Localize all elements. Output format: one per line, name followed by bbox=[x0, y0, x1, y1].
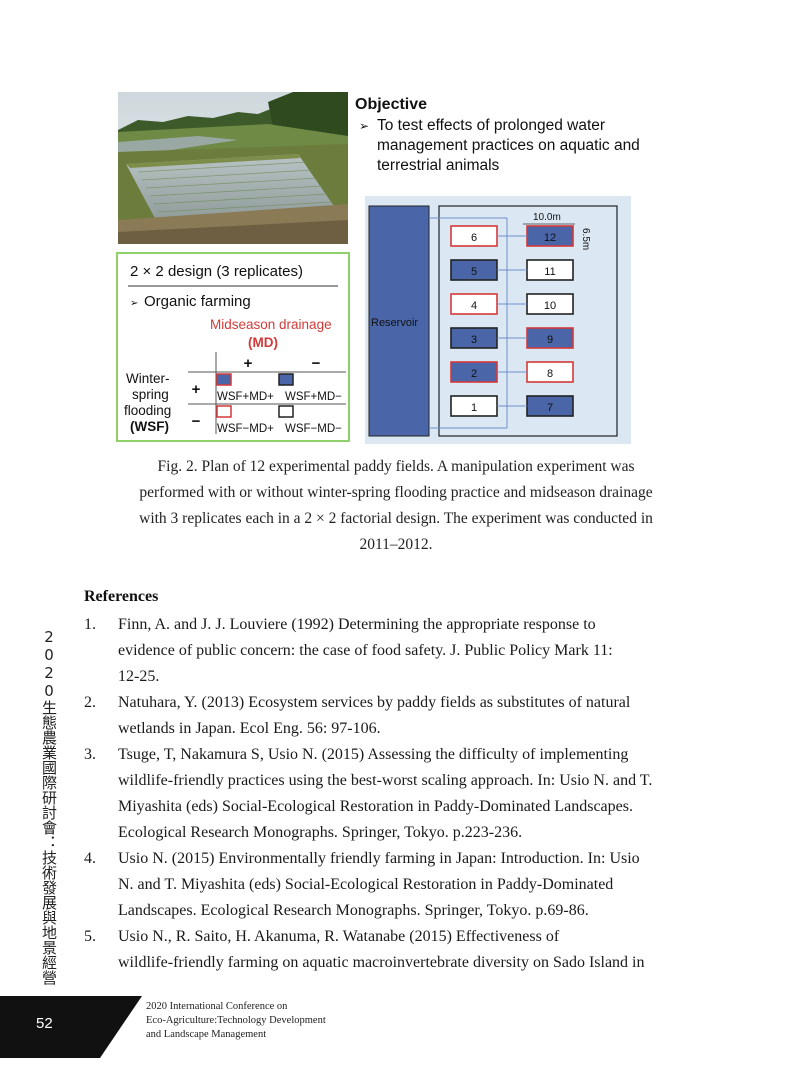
footer-line-2: Eco-Agriculture:Technology Development bbox=[146, 1015, 326, 1026]
cell-mm-symbol bbox=[278, 405, 294, 418]
field-4-label: 4 bbox=[471, 300, 477, 312]
design-title: 2 × 2 design (3 replicates) bbox=[130, 263, 303, 280]
field-11-label: 11 bbox=[544, 266, 555, 278]
field-3-label: 3 bbox=[471, 334, 477, 346]
height-dimension-label: 6.5m bbox=[580, 228, 591, 250]
wsf-label-2: spring bbox=[132, 387, 169, 402]
reference-line: Usio N., R. Saito, H. Akanuma, R. Watana… bbox=[118, 928, 560, 945]
wsf-plus: + bbox=[192, 381, 201, 398]
caption-line-3: with 3 replicates each in a 2 × 2 factor… bbox=[139, 510, 653, 527]
field-6-label: 6 bbox=[471, 232, 477, 244]
cell-mm-label: WSF−MD− bbox=[285, 423, 342, 435]
footer-line-3: and Landscape Management bbox=[146, 1029, 267, 1040]
caption-line-4: 2011–2012. bbox=[359, 536, 433, 553]
design-table-svg: 2 × 2 design (3 replicates) ➢ Organic fa… bbox=[124, 263, 346, 435]
wsf-label-3: flooding bbox=[124, 403, 171, 418]
references-heading: References bbox=[84, 588, 159, 605]
md-minus: − bbox=[312, 355, 321, 372]
objective-arrow-icon: ➢ bbox=[359, 119, 370, 133]
reservoir-label: Reservoir bbox=[371, 317, 418, 329]
reference-5: 5. Usio N., R. Saito, H. Akanuma, R. Wat… bbox=[84, 924, 724, 976]
cell-pm-label: WSF+MD− bbox=[285, 391, 342, 403]
reference-line: Usio N. (2015) Environmentally friendly … bbox=[118, 850, 640, 867]
organic-arrow-icon: ➢ bbox=[130, 298, 138, 309]
figure-caption: Fig. 2. Plan of 12 experimental paddy fi… bbox=[90, 454, 702, 558]
reference-line: Tsuge, T, Nakamura S, Usio N. (2015) Ass… bbox=[118, 746, 629, 763]
figure-2: 2 × 2 design (3 replicates) ➢ Organic fa… bbox=[112, 92, 640, 444]
caption-line-1: Fig. 2. Plan of 12 experimental paddy fi… bbox=[157, 458, 635, 475]
footer-page-tab bbox=[0, 996, 142, 1058]
reference-line: wildlife-friendly farming on aquatic mac… bbox=[118, 954, 645, 971]
organic-farming-label: Organic farming bbox=[144, 293, 251, 310]
md-plus: + bbox=[244, 355, 253, 372]
footer-conference-text: 2020 International Conference on Eco-Agr… bbox=[146, 1000, 326, 1042]
wsf-minus: − bbox=[192, 413, 201, 430]
field-9-label: 9 bbox=[547, 334, 553, 346]
reference-4: 4. Usio N. (2015) Environmentally friend… bbox=[84, 846, 724, 924]
objective-title: Objective bbox=[355, 96, 428, 113]
width-dimension-label: 10.0m bbox=[533, 212, 561, 223]
reference-number: 2. bbox=[84, 694, 96, 711]
paddy-field-photo bbox=[118, 92, 348, 244]
reference-line: Miyashita (eds) Social-Ecological Restor… bbox=[118, 798, 633, 815]
reference-line: Landscapes. Ecological Research Monograp… bbox=[118, 902, 589, 919]
cell-mp-label: WSF−MD+ bbox=[217, 423, 274, 435]
field-block-outline bbox=[438, 205, 618, 437]
reference-line: evidence of public concern: the case of … bbox=[118, 642, 613, 659]
field-10-label: 10 bbox=[544, 300, 556, 312]
objective-block: Objective ➢ To test effects of prolonged… bbox=[355, 96, 645, 176]
field-5-label: 5 bbox=[471, 266, 477, 278]
objective-text: To test effects of prolonged water manag… bbox=[377, 117, 640, 174]
field-1-label: 1 bbox=[471, 402, 477, 414]
field-plan-svg: Reservoir 10.0m 6.5m 6 5 bbox=[368, 205, 618, 437]
design-box: 2 × 2 design (3 replicates) ➢ Organic fa… bbox=[116, 252, 350, 442]
reference-3: 3. Tsuge, T, Nakamura S, Usio N. (2015) … bbox=[84, 742, 724, 846]
field-8-label: 8 bbox=[547, 368, 553, 380]
reference-line: N. and T. Miyashita (eds) Social-Ecologi… bbox=[118, 876, 614, 893]
reference-line: Natuhara, Y. (2013) Ecosystem services b… bbox=[118, 694, 631, 711]
caption-line-2: performed with or without winter-spring … bbox=[139, 484, 653, 501]
references-list: 1. Finn, A. and J. J. Louviere (1992) De… bbox=[84, 612, 724, 976]
paddy-photo-svg bbox=[118, 92, 348, 244]
cell-pm-symbol bbox=[278, 373, 294, 386]
wsf-label-4: (WSF) bbox=[130, 419, 169, 434]
objective-text-wrap: ➢ To test effects of prolonged water man… bbox=[355, 116, 645, 176]
reference-2: 2. Natuhara, Y. (2013) Ecosystem service… bbox=[84, 690, 724, 742]
cell-mp-symbol bbox=[216, 405, 232, 418]
reference-line: 12-25. bbox=[118, 668, 160, 685]
side-conference-title: 2020生態農業國際研討會：技術發展與地景經營 bbox=[40, 628, 58, 985]
field-plan: Reservoir 10.0m 6.5m 6 5 bbox=[365, 196, 631, 444]
reference-line: wildlife-friendly practices using the be… bbox=[118, 772, 653, 789]
field-7-label: 7 bbox=[547, 402, 553, 414]
field-2-label: 2 bbox=[471, 368, 477, 380]
page-number: 52 bbox=[36, 1015, 53, 1032]
reference-line: wetlands in Japan. Ecol Eng. 56: 97-106. bbox=[118, 720, 381, 737]
reference-number: 4. bbox=[84, 850, 96, 867]
cell-pp-label: WSF+MD+ bbox=[217, 391, 274, 403]
reference-number: 3. bbox=[84, 746, 96, 763]
md-label-1: Midseason drainage bbox=[210, 317, 332, 332]
reference-line: Ecological Research Monographs. Springer… bbox=[118, 824, 523, 841]
wsf-label-1: Winter- bbox=[126, 371, 170, 386]
field-cells: 6 5 4 3 2 1 12 11 10 9 bbox=[450, 225, 574, 417]
reference-1: 1. Finn, A. and J. J. Louviere (1992) De… bbox=[84, 612, 724, 690]
cell-pp-symbol bbox=[216, 373, 232, 386]
field-12-label: 12 bbox=[544, 232, 556, 244]
reservoir bbox=[368, 205, 430, 437]
md-label-2: (MD) bbox=[248, 335, 278, 350]
footer-line-1: 2020 International Conference on bbox=[146, 1001, 288, 1012]
reference-line: Finn, A. and J. J. Louviere (1992) Deter… bbox=[118, 616, 596, 633]
reference-number: 5. bbox=[84, 928, 96, 945]
reference-number: 1. bbox=[84, 616, 96, 633]
